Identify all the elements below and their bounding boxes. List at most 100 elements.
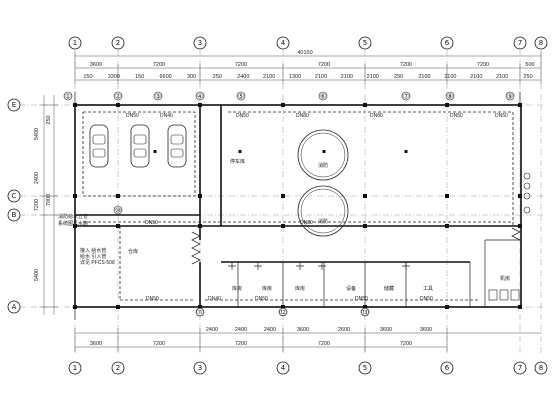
axis-x7-top-circle bbox=[513, 36, 527, 50]
left-subdim-value: 250 bbox=[46, 115, 52, 124]
left-dim-value: 7200 bbox=[34, 199, 40, 211]
bottom-dimension-chain bbox=[74, 328, 541, 352]
room-labels: 停车库消防消防仓库库房库房库房设备储藏工具机房 bbox=[128, 158, 510, 292]
marker-label: ⑪ bbox=[197, 308, 204, 316]
axis-x1-bottom-circle bbox=[68, 361, 82, 375]
top-dim-value: 7200 bbox=[400, 62, 412, 68]
marker-circle bbox=[401, 91, 411, 101]
marker-circle bbox=[278, 307, 288, 317]
axis-x2-bottom-label: 2 bbox=[116, 364, 120, 372]
stair-break-lines bbox=[191, 227, 521, 265]
axis-x2-top-circle bbox=[111, 36, 125, 50]
axis-x3-top-label: 3 bbox=[198, 39, 202, 47]
pipe-size-label: DN50 bbox=[146, 296, 159, 302]
marker-label: ④ bbox=[197, 92, 203, 100]
marker-circle bbox=[236, 91, 246, 101]
column bbox=[198, 224, 202, 228]
top-subdim-value: 2100 bbox=[496, 74, 508, 80]
car-icon bbox=[130, 124, 150, 168]
pipe-size-label: DN50 bbox=[420, 296, 433, 302]
column bbox=[363, 194, 367, 198]
column bbox=[73, 103, 77, 107]
column bbox=[445, 103, 449, 107]
room-label: 库房 bbox=[295, 285, 305, 292]
room-label: 仓库 bbox=[128, 248, 138, 255]
pipe-size-label: DN80 bbox=[296, 113, 309, 119]
pipe-size-label: DN40 bbox=[208, 296, 221, 302]
axis-x2-bottom-circle bbox=[111, 361, 125, 375]
bottom-dim-value: 2400 bbox=[206, 327, 218, 333]
column bbox=[116, 305, 120, 309]
axis-x3-top-circle bbox=[193, 36, 207, 50]
top-dim-value: 7200 bbox=[477, 62, 489, 68]
axis-x5-top-label: 5 bbox=[363, 39, 367, 47]
axis-x7-bottom-circle bbox=[513, 361, 527, 375]
top-subdim-value: 2100 bbox=[444, 74, 456, 80]
top-dim-value: 7200 bbox=[153, 62, 165, 68]
axis-x1-top-label: 1 bbox=[73, 39, 77, 47]
marker-label: ③ bbox=[155, 92, 161, 100]
axis-x8-bottom-circle bbox=[534, 361, 548, 375]
fixtures bbox=[488, 172, 531, 301]
marker-circle bbox=[318, 91, 328, 101]
column bbox=[73, 305, 77, 309]
marker-circle bbox=[113, 205, 123, 215]
axis-x8-top-circle bbox=[534, 36, 548, 50]
axis-yA-circle bbox=[7, 300, 21, 314]
top-subdim-value: 2100 bbox=[367, 74, 379, 80]
column bbox=[363, 305, 367, 309]
marker-circle bbox=[153, 91, 163, 101]
marker-label: ⑨ bbox=[507, 92, 513, 100]
bottom-dim-value: 2400 bbox=[235, 327, 247, 333]
axis-x8-top-label: 8 bbox=[539, 39, 543, 47]
marker-label: ⑩ bbox=[115, 206, 121, 214]
structural-columns bbox=[73, 103, 522, 309]
top-subdim-value: 250 bbox=[523, 74, 532, 80]
marker-label: ⑬ bbox=[362, 308, 369, 316]
room-label: 机房 bbox=[500, 275, 510, 282]
marker-circle bbox=[505, 91, 515, 101]
top-subdim-value: 3300 bbox=[108, 74, 120, 80]
bottom-total-value: 7200 bbox=[235, 341, 247, 347]
marker-label: ⑧ bbox=[447, 92, 453, 100]
pipe-size-label: DN50 bbox=[495, 113, 508, 119]
bottom-total-value: 3600 bbox=[90, 341, 102, 347]
axis-x6-top-label: 6 bbox=[445, 39, 450, 47]
marker-circle bbox=[445, 91, 455, 101]
column bbox=[281, 194, 285, 198]
column bbox=[518, 194, 522, 198]
axis-yB-circle bbox=[7, 208, 21, 222]
marker-circle bbox=[113, 91, 123, 101]
axis-x4-bottom-label: 4 bbox=[281, 364, 286, 372]
left-dim-value: 5400 bbox=[34, 128, 40, 140]
column bbox=[116, 103, 120, 107]
bottom-dim-value: 3600 bbox=[420, 327, 432, 333]
room-label: 工具 bbox=[423, 286, 433, 292]
axis-x8-bottom-label: 8 bbox=[539, 364, 543, 372]
bottom-total-value: 7200 bbox=[400, 341, 412, 347]
top-dim-value: 7200 bbox=[318, 62, 330, 68]
car-icon bbox=[167, 124, 187, 168]
top-dim-value: 7200 bbox=[235, 62, 247, 68]
axis-x7-bottom-label: 7 bbox=[518, 364, 522, 372]
column bbox=[445, 305, 449, 309]
building-walls bbox=[74, 92, 522, 320]
column bbox=[322, 150, 326, 153]
top-subdim-value: 2400 bbox=[237, 74, 249, 80]
column bbox=[198, 305, 202, 309]
note-text: 系统图见水施 bbox=[58, 220, 88, 227]
column bbox=[73, 224, 77, 228]
axis-x5-bottom-label: 5 bbox=[363, 364, 367, 372]
top-subdim-value: 250 bbox=[213, 74, 222, 80]
top-subdim-value: 2100 bbox=[263, 74, 275, 80]
pipe-size-label: DN50 bbox=[255, 296, 268, 302]
valve-markers bbox=[228, 262, 410, 270]
top-dimension-chain bbox=[74, 52, 542, 84]
